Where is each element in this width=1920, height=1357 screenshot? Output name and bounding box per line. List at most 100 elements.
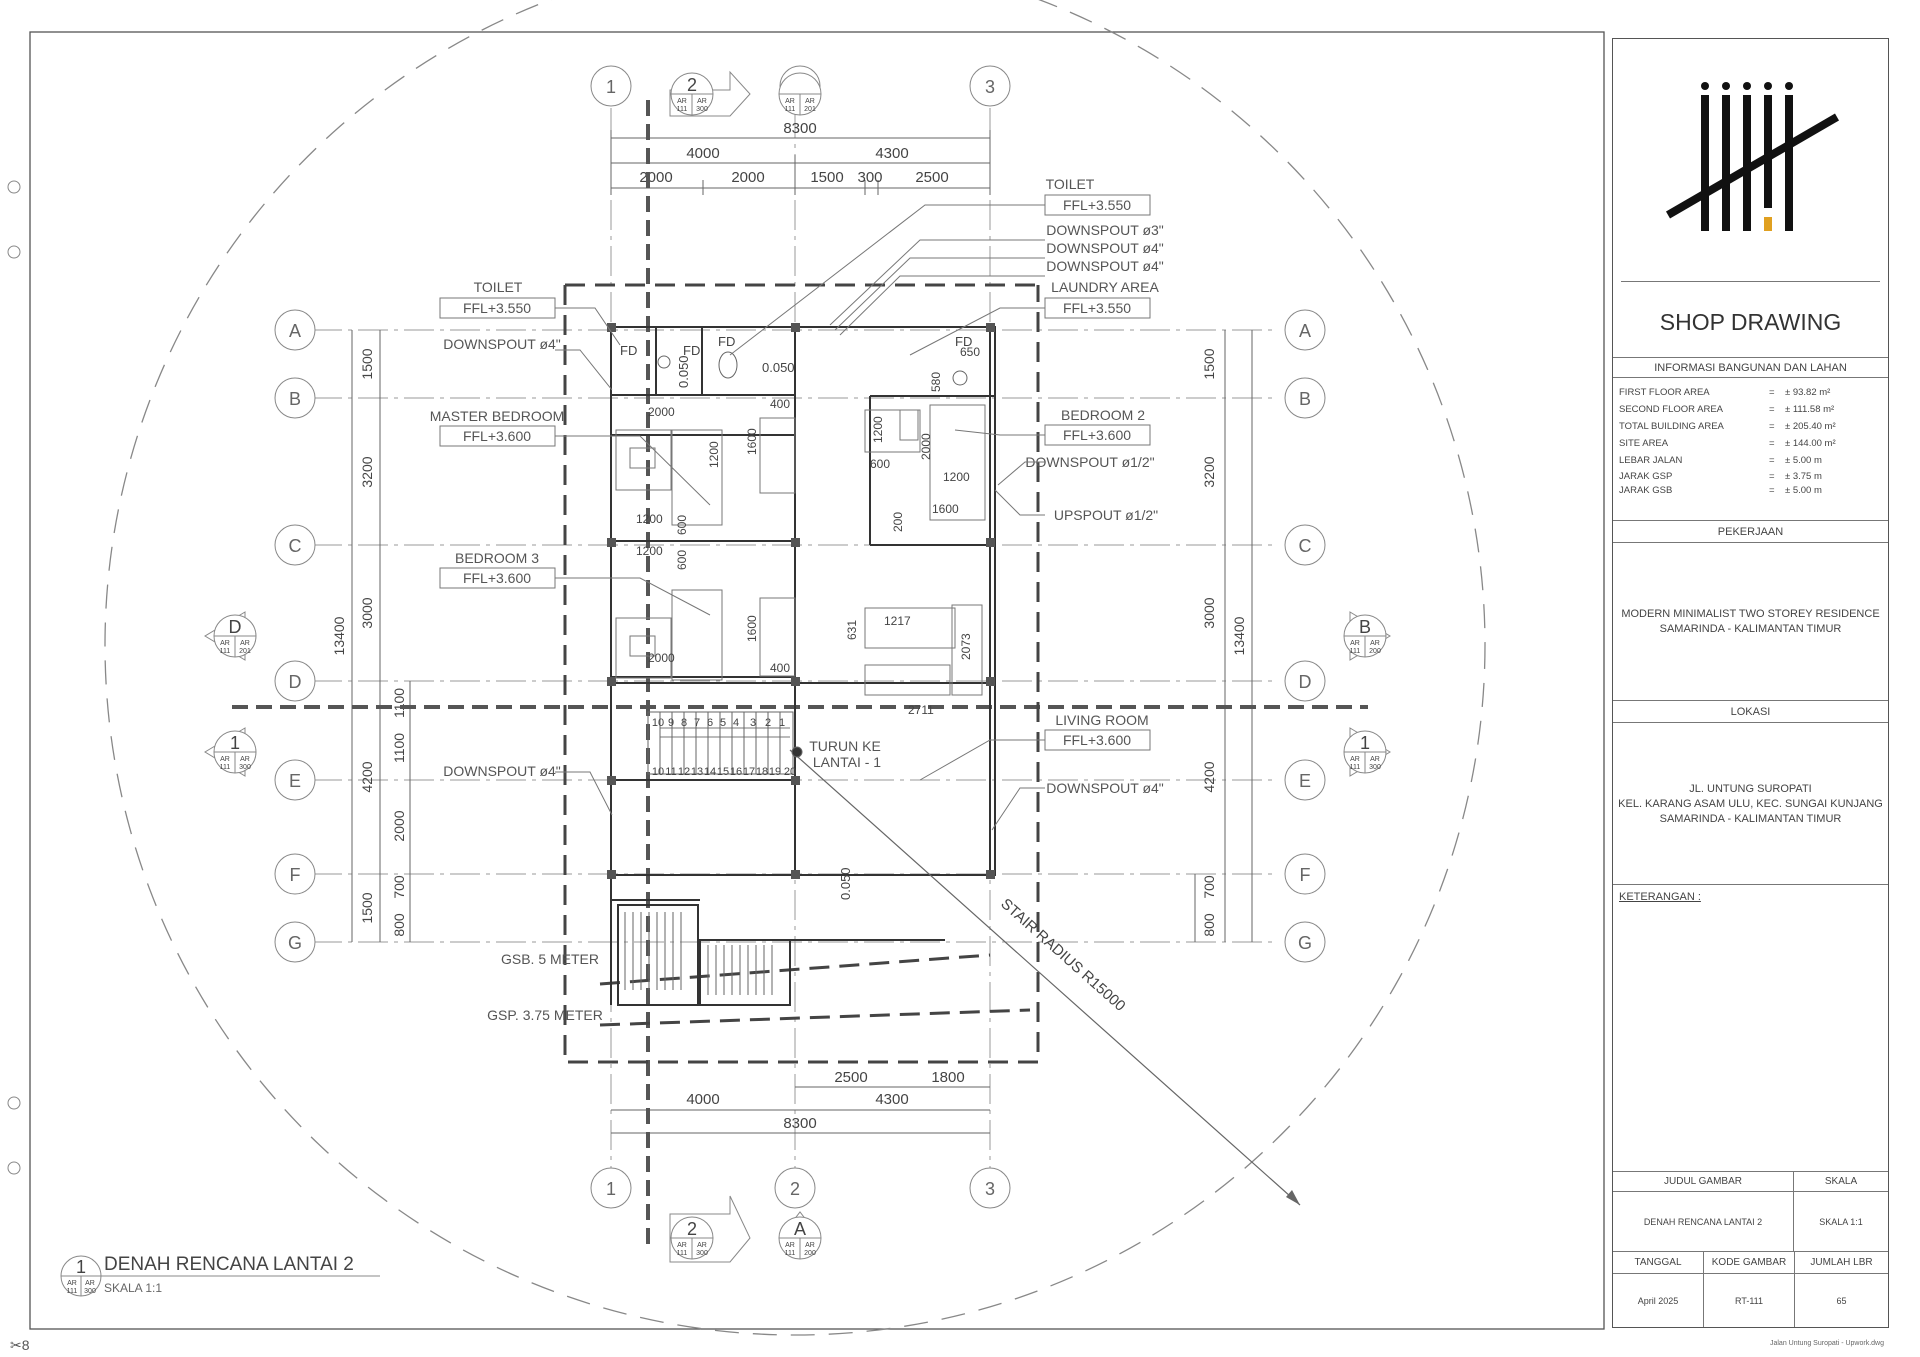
floor-drain-labels: FD FD FD FD 0.050 0.050 0.050	[620, 334, 972, 900]
mark-right-1-r2: AR	[1370, 756, 1380, 763]
judul-value: DENAH RENCANA LANTAI 2	[1613, 1192, 1794, 1251]
title-block: SHOP DRAWING INFORMASI BANGUNAN DAN LAHA…	[1612, 38, 1889, 1328]
label-ups-half: UPSPOUT ø1/2"	[1054, 507, 1158, 523]
lvl-2: 0.050	[676, 355, 691, 388]
inner-dim-19: 631	[845, 620, 859, 640]
dim-left-e2: 2000	[391, 810, 407, 841]
toilet-fixtures	[657, 351, 968, 758]
label-laundry: LAUNDRY AREA	[1051, 279, 1159, 295]
drawing-title-r1: AR	[67, 1280, 77, 1287]
step-7: 7	[694, 717, 700, 729]
info-label: TOTAL BUILDING AREA	[1619, 421, 1724, 432]
inner-dim-0: 2000	[648, 405, 675, 419]
row-label-left-a: A	[289, 321, 301, 341]
label-ds4-e-left: DOWNSPOUT ø4"	[443, 763, 561, 779]
mark-right-b-s2: 200	[1369, 648, 1381, 655]
step-6: 6	[707, 717, 713, 729]
drawing-title-s1: 111	[67, 1288, 78, 1295]
mark-right-b-num: B	[1359, 617, 1371, 637]
info-eq: =	[1769, 455, 1775, 466]
dim-left-e1: 1100	[391, 688, 407, 718]
columns	[607, 323, 995, 879]
mark-top-c-s2: 201	[804, 106, 816, 113]
mark-top-c-r1: AR	[785, 98, 795, 105]
keterangan-row: KETERANGAN :	[1613, 884, 1888, 1171]
dim-top-c5: 2500	[915, 169, 948, 186]
row-label-right-b: B	[1299, 389, 1311, 409]
lokasi-header: LOKASI	[1730, 706, 1771, 718]
fd-3: FD	[718, 334, 735, 349]
drawing-title-r2: AR	[85, 1280, 95, 1287]
logo-mark	[1665, 82, 1840, 231]
ffl-master: FFL+3.600	[463, 428, 531, 444]
lokasi-line-2: KEL. KARANG ASAM ULU, KEC. SUNGAI KUNJAN…	[1618, 797, 1883, 810]
label-ds4-e-right: DOWNSPOUT ø4"	[1046, 780, 1164, 796]
step-19: 19	[769, 766, 781, 778]
info-eq: =	[1769, 421, 1775, 432]
dim-top-total: 8300	[783, 120, 816, 137]
info-table: FIRST FLOOR AREA=± 93.82 m² SECOND FLOOR…	[1613, 377, 1888, 500]
binder-holes	[7, 180, 21, 1175]
jumlah-value: 65	[1836, 1296, 1847, 1306]
drawing-title-s2: 300	[84, 1288, 96, 1295]
row-label-right-a: A	[1299, 321, 1311, 341]
info-eq: =	[1769, 438, 1775, 449]
label-ds4a: DOWNSPOUT ø4"	[1046, 240, 1164, 256]
leader-lines	[555, 204, 1045, 831]
label-gsb: GSB. 5 METER	[501, 951, 599, 967]
pekerjaan-line-1: MODERN MINIMALIST TWO STOREY RESIDENCE	[1621, 608, 1880, 620]
step-11: 11	[665, 766, 676, 778]
lvl-1: 0.050	[762, 360, 795, 375]
step-10: 10	[652, 717, 664, 729]
lokasi-header-row: LOKASI	[1613, 700, 1888, 722]
pekerjaan-header-row: PEKERJAAN	[1613, 520, 1888, 542]
grid-column-lines	[610, 108, 991, 1170]
step-5: 5	[720, 717, 726, 729]
label-gsp: GSP. 3.75 METER	[487, 1007, 603, 1023]
label-ds-half: DOWNSPOUT ø1/2"	[1025, 454, 1154, 470]
mark-top-2-s2: 300	[696, 106, 708, 113]
info-row: SECOND FLOOR AREA=± 111.58 m²	[1613, 401, 1888, 418]
kode-header: KODE GAMBAR	[1704, 1252, 1795, 1273]
heading-row: SHOP DRAWING	[1613, 281, 1888, 357]
mark-left-1-s2: 300	[239, 764, 251, 771]
step-20: 20	[784, 766, 796, 778]
room-labels: TOILET FFL+3.550 DOWNSPOUT ø3" DOWNSPOUT…	[430, 176, 1164, 1023]
step-13: 13	[691, 766, 703, 778]
mark-bot-2-num: 2	[687, 1219, 697, 1239]
row-label-left-c: C	[289, 536, 302, 556]
heading: SHOP DRAWING	[1659, 308, 1842, 335]
inner-dim-22: 200	[891, 512, 905, 532]
balcony-slats	[624, 912, 773, 995]
skala-header: SKALA	[1824, 1176, 1858, 1187]
meta-header-row: TANGGAL KODE GAMBAR JUMLAH LBR	[1613, 1251, 1888, 1273]
step-14: 14	[704, 766, 716, 778]
stairs	[647, 711, 794, 775]
label-turun2: LANTAI - 1	[813, 754, 881, 770]
dim-bot-total: 8300	[783, 1115, 816, 1132]
drawing-title-text: DENAH RENCANA LANTAI 2	[104, 1254, 354, 1275]
inner-dim-11: 1200	[871, 416, 885, 443]
lokasi-line-3: SAMARINDA - KALIMANTAN TIMUR	[1659, 812, 1842, 825]
dim-lines-top	[610, 130, 991, 195]
ffl-toilet-b: FFL+3.550	[463, 300, 531, 316]
mark-left-d-s1: 111	[220, 648, 231, 655]
mark-top-2-r1: AR	[677, 98, 687, 105]
grid-label-bot-3: 3	[985, 1179, 995, 1199]
info-row: JARAK GSP=± 3.75 m	[1613, 469, 1888, 483]
fd-2: FD	[683, 343, 700, 358]
label-bed3: BEDROOM 3	[455, 550, 539, 566]
logo	[1613, 39, 1888, 287]
step-18: 18	[756, 766, 768, 778]
inner-dim-14: 1200	[943, 470, 970, 484]
row-label-right-e: E	[1299, 771, 1311, 791]
grid-label-bot-2: 2	[790, 1179, 800, 1199]
row-label-right-f: F	[1300, 865, 1311, 885]
step-15: 15	[717, 766, 729, 778]
kode-value: RT-111	[1704, 1274, 1795, 1327]
mark-top-2-r2: AR	[697, 98, 707, 105]
section-cut-lines	[232, 100, 1368, 1250]
mark-left-d-r1: AR	[220, 640, 230, 647]
dim-left-r2: 3200	[359, 456, 375, 487]
